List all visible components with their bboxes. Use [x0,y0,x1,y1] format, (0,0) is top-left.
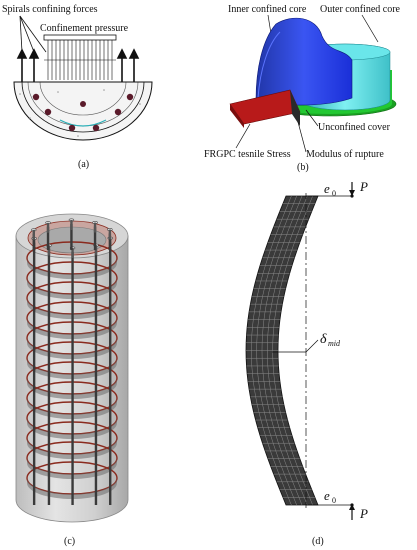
inner-core-label: Inner confined core [228,4,307,15]
frgpc-tensile-label: FRGPC tesnile Stress [204,149,291,160]
half-section [13,81,153,141]
e0-bottom-label: e [324,488,330,503]
panel-d: e 0 P δ mid e 0 P (d) [245,179,368,547]
delta-mid-label: δ [320,332,327,347]
panel-a: Spirals confining forces Confinement pre… [2,4,153,170]
e0-top-subscript: 0 [332,189,336,198]
confinement-pressure-arrows [44,40,116,80]
deflected-column-mesh [245,195,319,506]
caption-b: (b) [297,162,309,173]
longitudinal-rebars [31,218,113,505]
unconfined-cover-label: Unconfined cover [318,122,391,133]
panel-b: Inner confined core Outer confined core … [204,4,401,173]
spirals-label: Spirals confining forces [2,4,98,15]
caption-a: (a) [78,159,89,170]
confinement-label: Confinement pressure [40,23,129,34]
load-p-top-label: P [359,179,368,194]
load-p-bottom-label: P [359,506,368,521]
e0-bottom-subscript: 0 [332,496,336,505]
caption-d: (d) [312,536,324,547]
panel-c: (c) [15,213,129,547]
spiral-force-arrows [16,48,140,82]
outer-core-label: Outer confined core [320,4,401,15]
e0-top-label: e [324,181,330,196]
delta-mid-subscript: mid [328,339,341,348]
caption-c: (c) [64,536,75,547]
modulus-of-rupture-label: Modulus of rupture [306,149,384,160]
